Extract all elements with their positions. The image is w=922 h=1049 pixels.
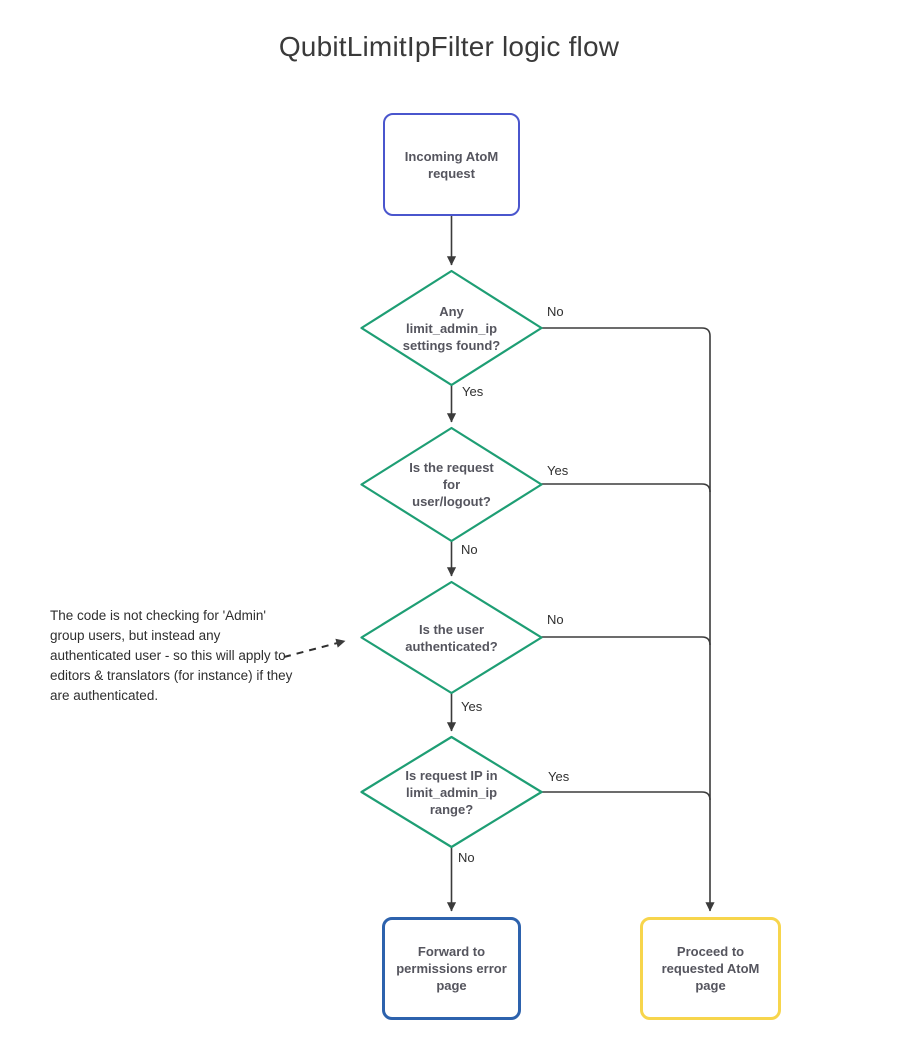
node-proceed-to-page-label: Proceed to requested AtoM page	[661, 944, 760, 993]
edge-d4-yes-merge	[541, 791, 711, 801]
edge-label-d4-no: No	[456, 850, 477, 865]
edge-label-d2-no: No	[459, 542, 480, 557]
decision-d2-shape	[360, 426, 543, 543]
edge-label-d2-yes: Yes	[545, 463, 571, 478]
node-proceed-to-page: Proceed to requested AtoM page	[640, 917, 781, 1020]
edge-label-d1-no: No	[545, 304, 566, 319]
edge-d2-yes-merge	[541, 483, 711, 493]
decision-d4-shape	[360, 735, 543, 849]
edge-d1-no-rail-to-success	[541, 327, 715, 912]
annotation-note: The code is not checking for 'Admin' gro…	[50, 608, 293, 703]
node-incoming-request-label: Incoming AtoM request	[404, 148, 499, 181]
decision-d1-shape	[360, 269, 543, 387]
edge-label-d4-yes: Yes	[546, 769, 572, 784]
edge-d3-no-merge	[541, 636, 711, 646]
node-incoming-request: Incoming AtoM request	[383, 113, 520, 216]
node-forward-error-page-label: Forward to permissions error page	[396, 944, 507, 993]
node-forward-error-page: Forward to permissions error page	[382, 917, 521, 1020]
annotation-arrow	[283, 638, 346, 658]
decision-d3-shape	[360, 580, 543, 695]
edge-label-d1-yes: Yes	[460, 384, 486, 399]
edge-label-d3-yes: Yes	[459, 699, 485, 714]
edge-label-d3-no: No	[545, 612, 566, 627]
diagram-title: QubitLimitIpFilter logic flow	[278, 31, 620, 62]
